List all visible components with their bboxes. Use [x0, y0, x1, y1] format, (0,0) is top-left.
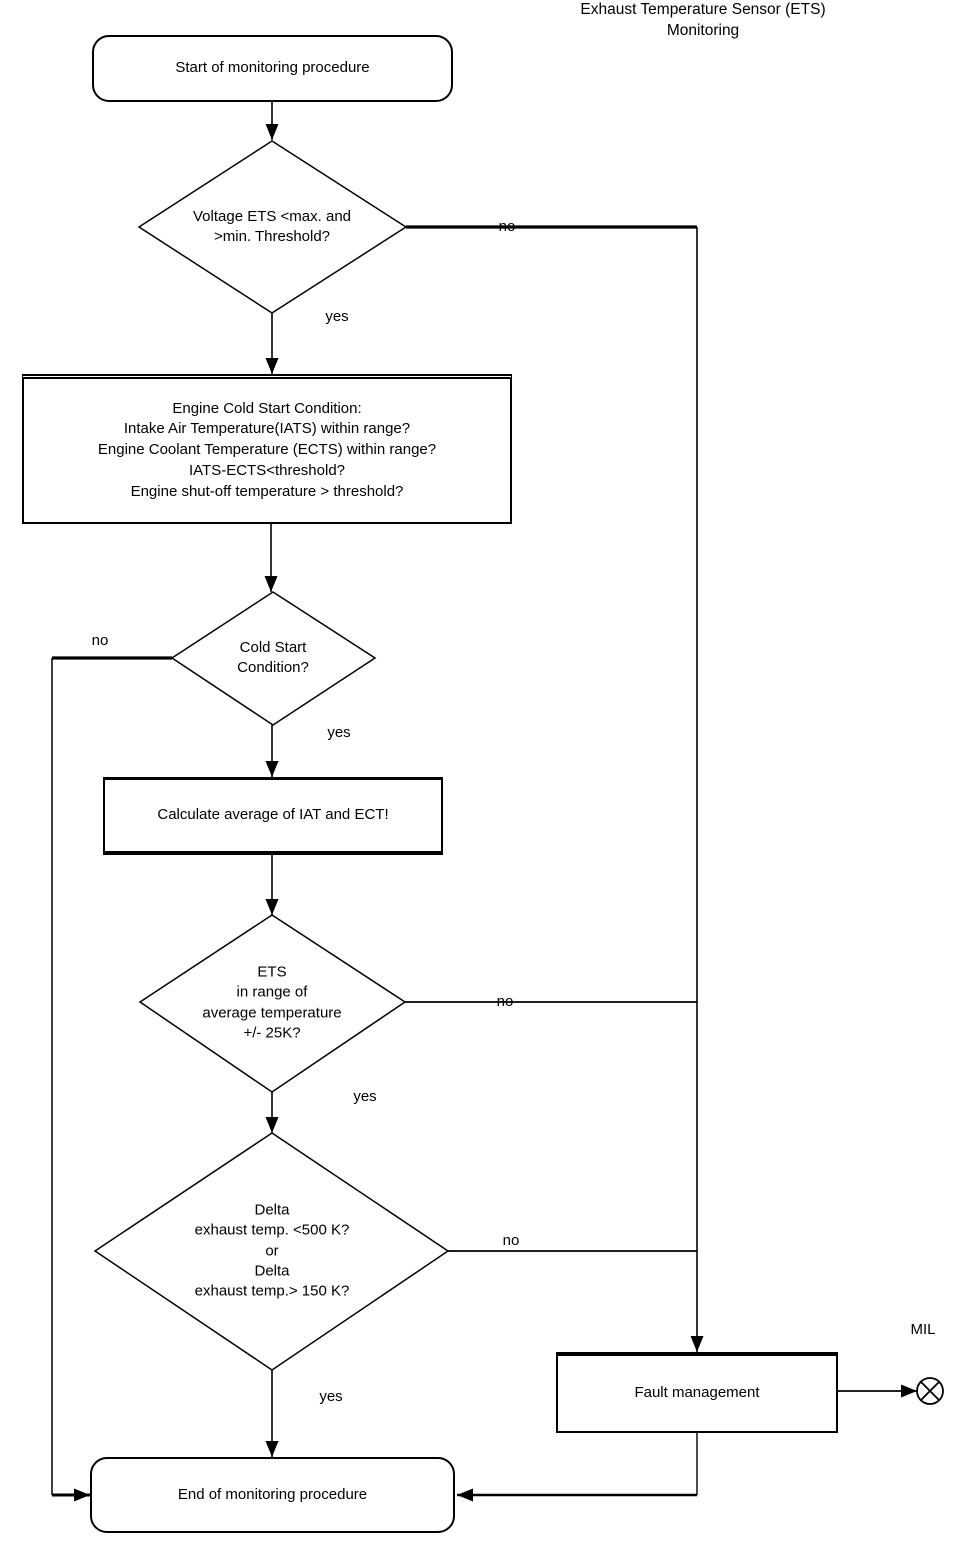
edge-label-ets-range-no: no [496, 992, 514, 1010]
edge-label-delta-yes: yes [319, 1387, 343, 1405]
node-start-label: Start of monitoring procedure [175, 59, 370, 77]
node-fault-management: Fault management [556, 1352, 838, 1433]
node-delta-check-label: Delta exhaust temp. <500 K? or Delta exh… [194, 1201, 350, 1300]
decision-voltage-shape [137, 140, 408, 314]
node-calculate-average-label: Calculate average of IAT and ECT! [157, 806, 389, 824]
node-end-label: End of monitoring procedure [177, 1485, 368, 1503]
edge-label-ets-range-yes: yes [353, 1087, 377, 1105]
decision-delta-shape [93, 1132, 450, 1371]
decision-ets-range-shape [138, 914, 407, 1093]
decision-cold-start-shape [170, 591, 377, 726]
node-start: Start of monitoring procedure [92, 35, 453, 102]
node-fault-management-label: Fault management [634, 1384, 760, 1402]
edge-label-cold-start-no: no [91, 631, 109, 649]
node-calculate-average: Calculate average of IAT and ECT! [103, 777, 443, 855]
node-cold-start-check-label: Cold Start Condition? [237, 638, 309, 676]
mil-lamp-icon [916, 1377, 944, 1405]
node-cold-start-conditions: Engine Cold Start Condition: Intake Air … [22, 374, 512, 524]
node-end: End of monitoring procedure [90, 1457, 455, 1533]
page-title: Exhaust Temperature Sensor (ETS) Monitor… [580, 1, 826, 39]
node-cold-start-conditions-label: Engine Cold Start Condition: Intake Air … [97, 399, 437, 500]
edge-label-delta-no: no [502, 1231, 520, 1249]
node-ets-range-check-label: ETS in range of average temperature +/- … [202, 963, 342, 1042]
edge-label-voltage-yes: yes [325, 307, 349, 325]
edge-label-voltage-no: no [498, 217, 516, 235]
edge-label-cold-start-yes: yes [327, 723, 351, 741]
mil-label: MIL [910, 1320, 936, 1338]
node-voltage-check-label: Voltage ETS <max. and >min. Threshold? [192, 207, 352, 245]
